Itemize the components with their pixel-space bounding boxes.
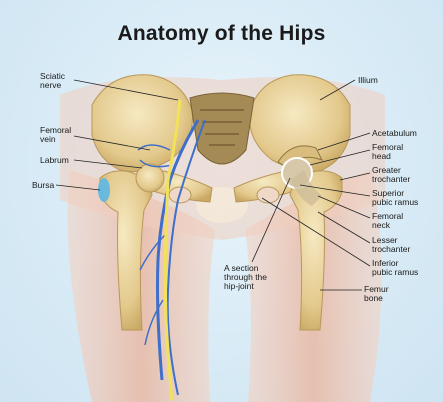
label-ilium: Illium: [358, 76, 378, 85]
left-femoral-head: [136, 164, 164, 192]
label-sciatic-nerve: Sciatic nerve: [40, 72, 65, 90]
label-femur-bone: Femur bone: [364, 285, 389, 303]
label-greater-trochanter: Greater trochanter: [372, 166, 410, 184]
label-femoral-vein: Femoral vein: [40, 126, 71, 144]
page-title: Anatomy of the Hips: [0, 22, 443, 46]
label-lesser-trochanter: Lesser trochanter: [372, 236, 410, 254]
label-hip-joint-section: A section through the hip-joint: [224, 264, 267, 291]
label-bursa: Bursa: [32, 181, 54, 190]
right-obturator-foramen: [257, 187, 279, 203]
label-superior-pubic-ramus: Superior pubic ramus: [372, 189, 418, 207]
label-inferior-pubic-ramus: Inferior pubic ramus: [372, 259, 418, 277]
label-labrum: Labrum: [40, 156, 69, 165]
label-acetabulum: Acetabulum: [372, 129, 417, 138]
label-femoral-neck: Femoral neck: [372, 212, 403, 230]
label-femoral-head: Femoral head: [372, 143, 403, 161]
